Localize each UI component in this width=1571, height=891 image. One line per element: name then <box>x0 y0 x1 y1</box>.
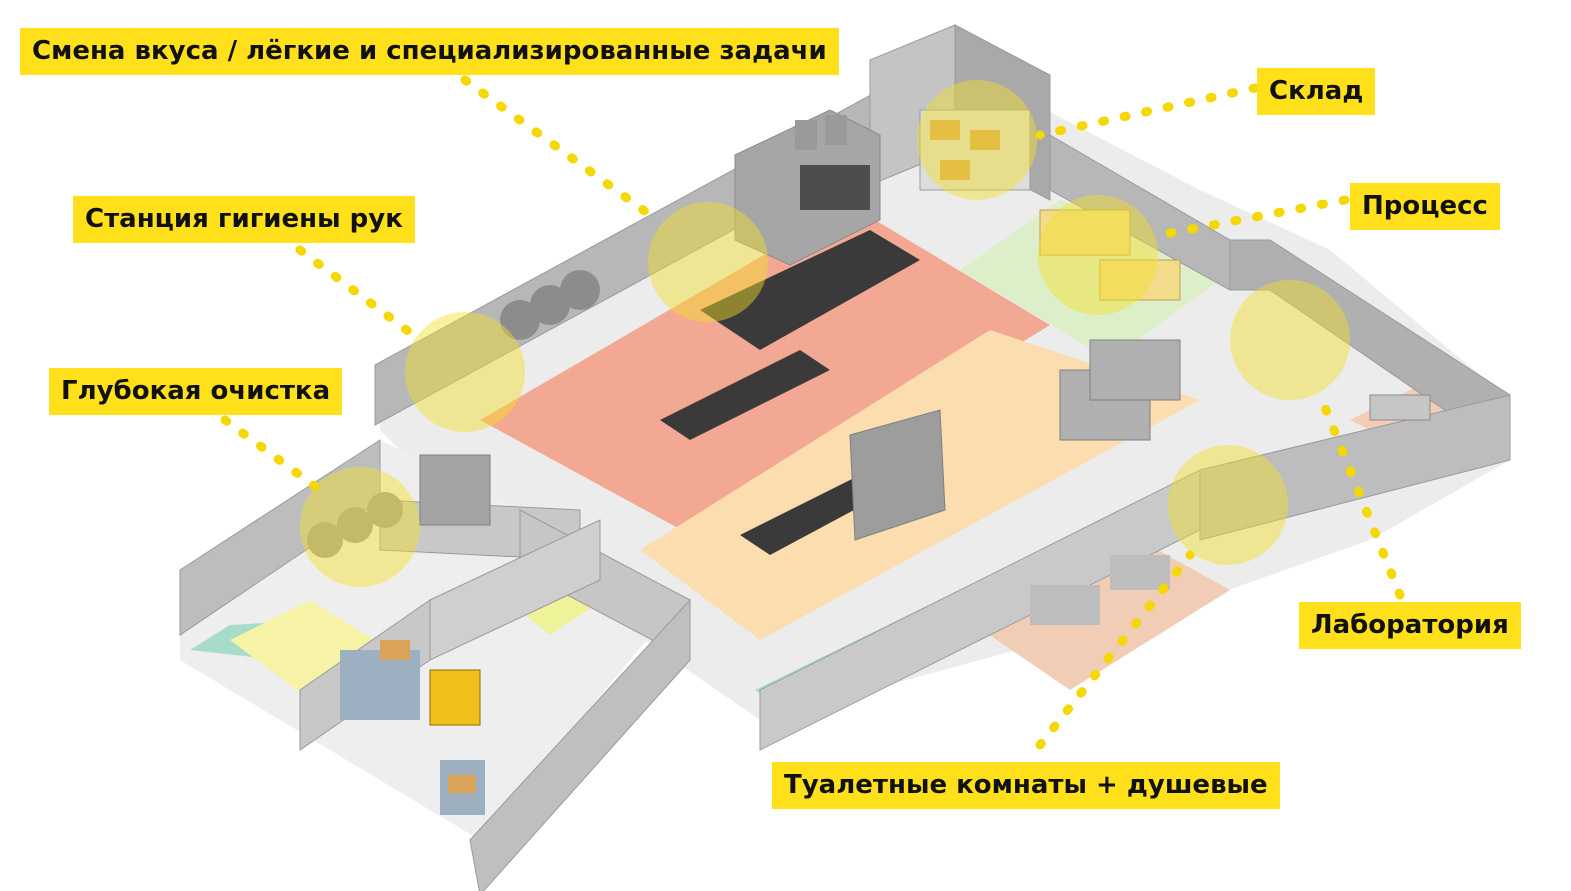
highlight-laboratory <box>1230 280 1350 400</box>
zone-highlights <box>300 80 1350 587</box>
leader-flavor-change <box>460 75 655 220</box>
leader-restrooms <box>1035 550 1195 750</box>
label-restrooms-showers: Туалетные комнаты + душевые <box>772 762 1280 809</box>
leader-deep-cleaning <box>220 415 325 495</box>
label-process: Процесс <box>1350 183 1500 230</box>
highlight-deep-cleaning <box>300 467 420 587</box>
process-zone-green <box>960 200 1220 360</box>
highlight-restrooms <box>1168 445 1288 565</box>
leader-laboratory <box>1315 390 1405 600</box>
highlight-flavor-change <box>648 202 768 322</box>
label-hand-hygiene: Станция гигиены рук <box>73 196 415 243</box>
highlight-warehouse <box>917 80 1037 200</box>
leader-process <box>1155 195 1350 240</box>
label-laboratory: Лаборатория <box>1299 602 1521 649</box>
highlight-hand-hygiene <box>405 312 525 432</box>
leader-warehouse <box>1035 83 1260 140</box>
label-warehouse: Склад <box>1257 68 1376 115</box>
leader-hand-hygiene <box>295 245 425 345</box>
label-deep-cleaning: Глубокая очистка <box>49 368 343 415</box>
label-flavor-change: Смена вкуса / лёгкие и специализированны… <box>20 28 839 75</box>
equipment <box>307 109 1431 815</box>
leader-lines <box>220 75 1405 750</box>
highlight-process <box>1038 195 1158 315</box>
